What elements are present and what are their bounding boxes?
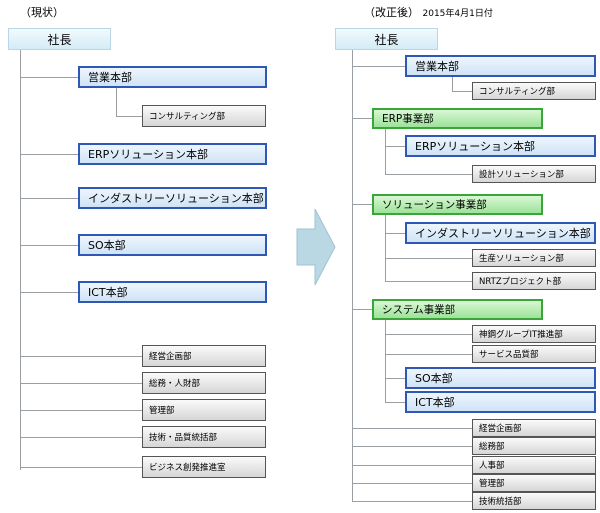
connector [352, 428, 472, 429]
revised-nrtz-project-dept: NRTZプロジェクト部 [472, 272, 596, 290]
current-ict-division: ICT本部 [78, 281, 267, 303]
connector [385, 174, 472, 175]
revised-erp-business-unit: ERP事業部 [372, 108, 543, 129]
revised-hr-dept: 人事部 [472, 456, 596, 474]
current-administration-dept: 管理部 [142, 399, 266, 421]
revised-shinko-group-it-dept: 神鋼グループIT推進部 [472, 325, 596, 343]
connector [20, 356, 142, 357]
connector [116, 86, 117, 117]
connector [20, 154, 78, 155]
connector [452, 77, 453, 91]
revised-corporate-planning-dept: 経営企画部 [472, 419, 596, 437]
connector [352, 204, 372, 205]
current-general-affairs-hr-dept: 総務・人財部 [142, 372, 266, 394]
current-so-division: SO本部 [78, 234, 267, 256]
current-erp-solution-division: ERPソリューション本部 [78, 143, 267, 165]
current-sales-division: 営業本部 [78, 66, 267, 88]
connector [20, 198, 78, 199]
revised-president-node: 社長 [335, 28, 438, 50]
current-header: （現状） [20, 6, 64, 19]
current-business-creation-office: ビジネス創発推進室 [142, 456, 266, 478]
connector [20, 77, 78, 78]
connector [20, 410, 142, 411]
revised-administration-dept: 管理部 [472, 474, 596, 492]
connector [385, 233, 405, 234]
current-industry-solution-division: インダストリーソリューション本部 [78, 187, 267, 209]
revised-effective-date: 2015年4月1日付 [422, 9, 493, 19]
connector [352, 483, 472, 484]
connector [20, 245, 78, 246]
connector [20, 48, 21, 470]
connector [385, 146, 405, 147]
current-consulting-dept: コンサルティング部 [142, 105, 266, 127]
revised-system-business-unit: システム事業部 [372, 299, 543, 320]
revised-general-affairs-dept: 総務部 [472, 437, 596, 455]
revised-design-solution-dept: 設計ソリューション部 [472, 165, 596, 183]
connector [352, 48, 353, 501]
connector [385, 334, 472, 335]
revised-ict-division: ICT本部 [405, 391, 596, 413]
connector [352, 66, 405, 67]
revised-sales-division: 営業本部 [405, 55, 596, 77]
connector [385, 128, 386, 174]
connector [385, 402, 405, 403]
revised-so-division: SO本部 [405, 367, 596, 389]
right-arrow-icon [296, 208, 336, 286]
revised-header: （改正後） 2015年4月1日付 [364, 4, 493, 20]
revised-header-title: （改正後） [364, 6, 419, 19]
connector [352, 118, 372, 119]
connector [20, 467, 142, 468]
current-president-node: 社長 [8, 28, 111, 50]
current-corporate-planning-dept: 経営企画部 [142, 345, 266, 367]
connector [385, 319, 386, 402]
connector [385, 378, 405, 379]
connector [385, 214, 386, 281]
revised-industry-solution-division: インダストリーソリューション本部 [405, 222, 596, 244]
revised-consulting-dept: コンサルティング部 [472, 82, 596, 100]
connector [352, 309, 372, 310]
connector [352, 446, 472, 447]
connector [20, 383, 142, 384]
current-tech-quality-dept: 技術・品質統括部 [142, 426, 266, 448]
connector [20, 292, 78, 293]
revised-erp-solution-division: ERPソリューション本部 [405, 135, 596, 157]
revised-production-solution-dept: 生産ソリューション部 [472, 249, 596, 267]
connector [352, 501, 472, 502]
connector [385, 258, 472, 259]
revised-service-quality-dept: サービス品質部 [472, 345, 596, 363]
connector [116, 116, 142, 117]
connector [20, 437, 142, 438]
revised-tech-management-dept: 技術統括部 [472, 492, 596, 510]
revised-solution-business-unit: ソリューション事業部 [372, 194, 543, 215]
connector [385, 281, 472, 282]
connector [352, 465, 472, 466]
connector [385, 354, 472, 355]
connector [452, 91, 472, 92]
